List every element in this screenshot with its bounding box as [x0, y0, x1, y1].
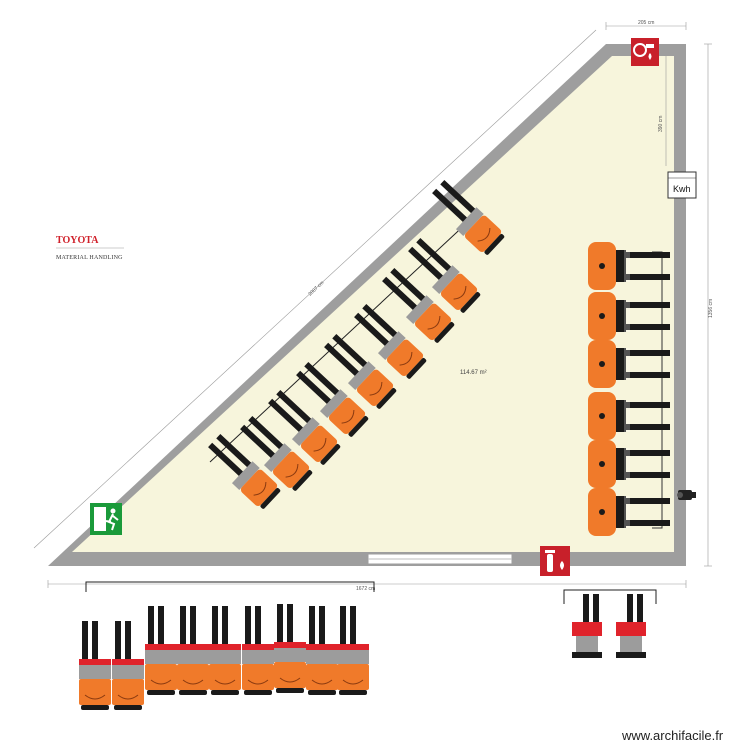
dim-bottom-width: 1672 cm	[356, 586, 375, 592]
pallet-truck	[616, 594, 646, 658]
pallet-truck	[111, 620, 145, 711]
pallet-truck	[336, 605, 370, 696]
brand-logo: TOYOTA	[56, 235, 99, 246]
watermark: www.archifacile.fr	[621, 728, 724, 743]
fire-hose-sign-icon	[631, 38, 659, 66]
pallet-truck	[241, 605, 275, 696]
camera-icon	[677, 490, 696, 500]
dimension-lines	[33, 22, 712, 588]
dim-right-height: 1356 cm	[708, 299, 714, 318]
truck-group-bottom	[78, 581, 375, 711]
room-floor	[72, 56, 674, 552]
truck-group-bottom-right	[563, 589, 657, 658]
meter-label: Kwh	[673, 184, 691, 194]
room-area-label: 114.67 m²	[460, 370, 487, 376]
fire-extinguisher-sign-icon	[540, 546, 570, 576]
dim-right-upper: 390 cm	[658, 116, 664, 132]
brand-subtitle: MATERIAL HANDLING	[56, 255, 123, 261]
pallet-truck	[176, 605, 210, 696]
pallet-truck	[305, 605, 339, 696]
dim-top-width: 205 cm	[638, 20, 654, 26]
charging-rail-small	[563, 589, 657, 604]
truck-group-diagonal	[200, 178, 507, 512]
emergency-exit-sign-icon	[90, 503, 122, 535]
pallet-truck	[273, 603, 307, 694]
pallet-truck	[572, 594, 602, 658]
truck-group-right	[588, 242, 670, 536]
pallet-truck	[78, 620, 112, 711]
pallet-truck	[208, 605, 242, 696]
charging-rail-bottom	[85, 581, 375, 592]
dim-hypotenuse: 2007 cm	[307, 280, 325, 297]
electric-meter-icon: Kwh	[667, 171, 697, 199]
pallet-truck	[144, 605, 178, 696]
